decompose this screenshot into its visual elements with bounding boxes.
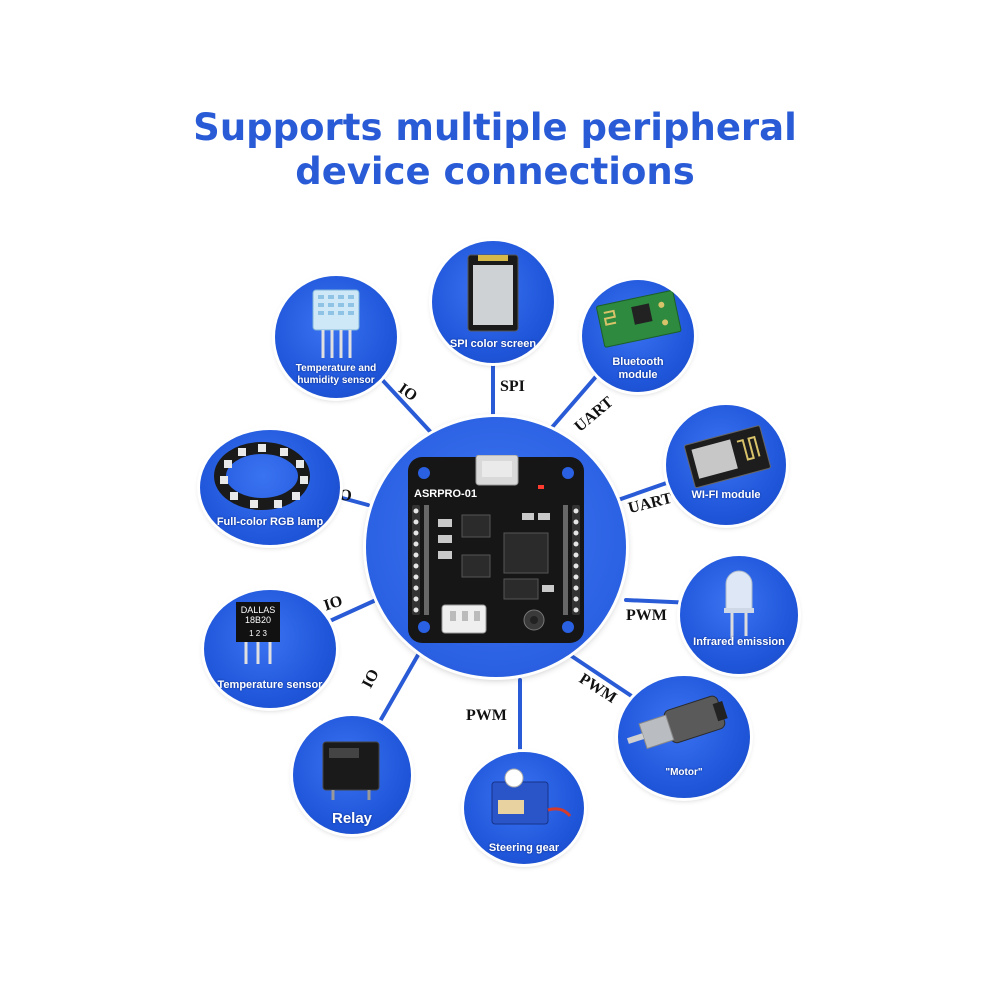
dht-sensor-icon — [312, 289, 360, 358]
connection-label-infrared: PWM — [626, 607, 667, 624]
node-wifi: WI-FI module — [666, 405, 786, 525]
chip-text-line3: 1 2 3 — [249, 629, 267, 638]
motor-icon — [626, 695, 728, 750]
node-bluetooth: Bluetooth module — [582, 280, 694, 392]
node-motor: "Motor" — [618, 676, 750, 798]
ir-led-icon — [724, 570, 754, 640]
node-relay: Relay — [293, 716, 411, 834]
label-bluetooth-2: module — [618, 369, 658, 381]
node-rgb-lamp: Full-color RGB lamp — [200, 430, 340, 545]
relay-icon — [322, 741, 380, 800]
connection-label-servo: PWM — [466, 707, 507, 724]
chip-text-line1: DALLAS — [241, 605, 276, 615]
wifi-module-icon — [684, 425, 771, 489]
label-temp-humidity-1: Temperature and — [295, 363, 377, 374]
label-wifi: WI-FI module — [691, 489, 761, 501]
label-rgb-lamp: Full-color RGB lamp — [216, 516, 324, 528]
label-infrared: Infrared emission — [693, 636, 785, 648]
label-bluetooth-1: Bluetooth — [612, 356, 664, 368]
lcd-screen-icon — [467, 254, 519, 332]
node-infrared: Infrared emission — [680, 556, 798, 674]
label-temp-sensor: Temperature sensor — [217, 679, 323, 691]
main-chip — [503, 532, 549, 574]
title-line-2: device connections — [295, 150, 695, 193]
node-spi-screen: SPI color screen — [432, 241, 554, 363]
label-motor: "Motor" — [665, 767, 703, 778]
bluetooth-module-icon — [596, 290, 682, 348]
asrpro-board: ASRPRO-01 — [408, 455, 584, 643]
connection-label-spi: SPI — [500, 378, 525, 395]
label-temp-humidity-2: humidity sensor — [297, 375, 375, 386]
node-servo: Steering gear — [464, 752, 584, 864]
title-line-1: Supports multiple peripheral — [193, 106, 797, 149]
node-temp-sensor: DALLAS 18B20 1 2 3 Temperature sensor — [204, 590, 336, 708]
node-temp-humidity: Temperature and humidity sensor — [275, 276, 397, 398]
ds18b20-icon: DALLAS 18B20 1 2 3 — [236, 602, 280, 664]
label-servo: Steering gear — [488, 842, 560, 854]
led-ring-icon — [214, 442, 310, 510]
servo-icon — [491, 768, 572, 825]
board-label: ASRPRO-01 — [414, 488, 477, 500]
label-relay: Relay — [331, 810, 373, 827]
label-spi-screen: SPI color screen — [449, 338, 537, 350]
chip-text-line2: 18B20 — [245, 615, 271, 625]
